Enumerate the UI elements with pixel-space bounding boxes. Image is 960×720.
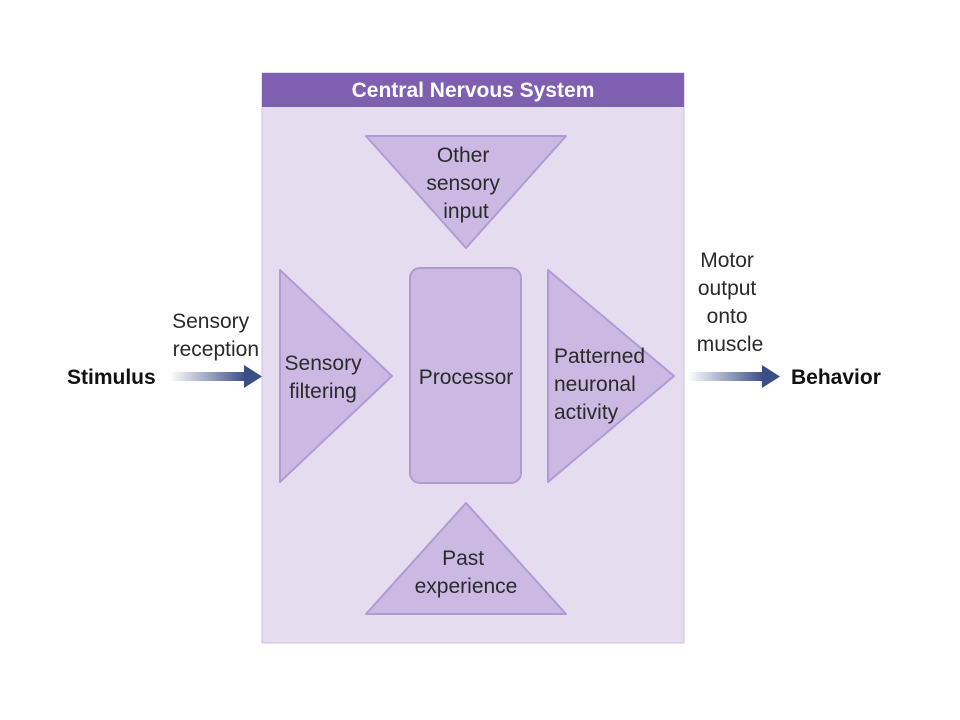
stimulus-arrow-shaft (170, 372, 246, 381)
motor-output-line-4: muscle (697, 333, 764, 356)
behavior-arrow-head (762, 365, 780, 388)
motor-output-label: Motor output onto muscle (697, 249, 764, 356)
motor-output-line-1: Motor (700, 249, 754, 272)
stimulus-arrow (170, 365, 262, 388)
other-sensory-input-shape (365, 135, 567, 249)
past-experience-line-2: experience (415, 575, 518, 598)
sensory-filtering-shape (279, 269, 393, 483)
sensory-filtering-line-1: Sensory (285, 352, 363, 375)
motor-output-line-2: output (698, 277, 757, 300)
node-other-sensory-input: Other sensory input (365, 135, 567, 249)
patterned-neuronal-activity-label: Patterned neuronal activity (554, 345, 651, 424)
behavior-arrow (688, 365, 780, 388)
node-patterned-neuronal-activity: Patterned neuronal activity (547, 269, 675, 483)
cns-panel-title: Central Nervous System (352, 79, 595, 102)
sensory-reception-label: Sensory reception (172, 310, 259, 361)
processor-label: Processor (419, 366, 514, 389)
sensory-filtering-label: Sensory filtering (285, 352, 368, 403)
other-sensory-input-label: Other sensory input (426, 144, 505, 223)
sensory-reception-line-1: Sensory (172, 310, 250, 333)
sensory-reception-line-2: reception (173, 338, 259, 361)
past-experience-line-1: Past (442, 547, 484, 570)
past-experience-label: Past experience (415, 547, 518, 598)
past-experience-shape (365, 502, 567, 615)
cns-panel-header (262, 73, 684, 107)
patterned-neuronal-activity-line-3: activity (554, 401, 619, 424)
motor-output-line-3: onto (707, 305, 748, 328)
other-sensory-input-line-3: input (443, 200, 489, 223)
behavior-arrow-shaft (688, 372, 764, 381)
input-side: Sensory reception Stimulus (67, 310, 262, 389)
node-processor: Processor (409, 267, 522, 484)
node-past-experience: Past experience (365, 502, 567, 615)
processor-shape (409, 267, 522, 484)
patterned-neuronal-activity-line-1: Patterned (554, 345, 645, 368)
stimulus-arrow-head (244, 365, 262, 388)
behavior-label: Behavior (791, 366, 881, 389)
stimulus-label: Stimulus (67, 366, 156, 389)
sensory-filtering-line-2: filtering (289, 380, 357, 403)
other-sensory-input-line-2: sensory (426, 172, 500, 195)
node-sensory-filtering: Sensory filtering (279, 269, 393, 483)
patterned-neuronal-activity-line-2: neuronal (554, 373, 636, 396)
other-sensory-input-line-1: Other (437, 144, 490, 167)
patterned-neuronal-activity-shape (547, 269, 675, 483)
output-side: Motor output onto muscle Behavior (688, 249, 881, 389)
